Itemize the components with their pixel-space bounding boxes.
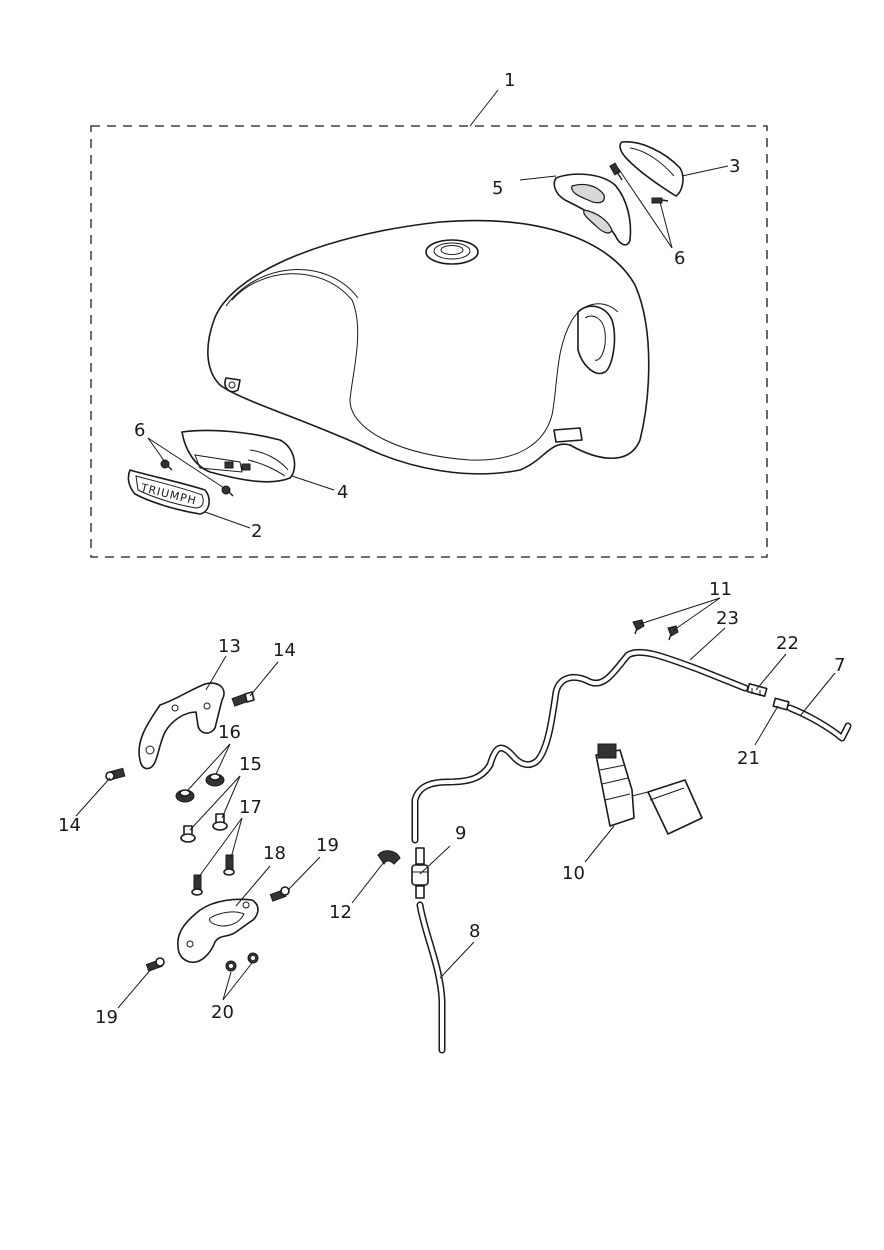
label-5: 5 xyxy=(492,178,503,199)
spacer-15-b xyxy=(212,813,228,831)
label-3: 3 xyxy=(729,156,740,177)
grommet-16-a xyxy=(175,789,195,803)
lower-badge-4 xyxy=(181,429,296,483)
front-bracket-13 xyxy=(138,682,225,770)
label-4: 4 xyxy=(337,482,348,503)
label-1: 1 xyxy=(504,70,515,91)
label-6-lower: 6 xyxy=(134,420,145,441)
label-11: 11 xyxy=(709,579,732,600)
label-23: 23 xyxy=(716,608,739,629)
label-20: 20 xyxy=(211,1002,234,1023)
label-21: 21 xyxy=(737,748,760,769)
nut-20-a xyxy=(225,960,237,972)
bolt-19-right xyxy=(269,886,290,902)
label-14-right: 14 xyxy=(273,640,296,661)
bolt-14-left xyxy=(105,767,126,781)
label-17: 17 xyxy=(239,797,262,818)
hose-clip-12 xyxy=(377,850,401,865)
label-8: 8 xyxy=(469,921,480,942)
label-22: 22 xyxy=(776,633,799,654)
label-7: 7 xyxy=(834,655,845,676)
label-6-upper: 6 xyxy=(674,248,685,269)
connector-21 xyxy=(772,697,790,711)
label-13: 13 xyxy=(218,636,241,657)
label-9: 9 xyxy=(455,823,466,844)
connector-22 xyxy=(746,683,768,697)
spacer-15-a xyxy=(180,825,196,843)
fuel-hose-8 xyxy=(416,901,446,1054)
clip-11-a xyxy=(632,619,645,635)
label-14-left: 14 xyxy=(58,815,81,836)
label-15: 15 xyxy=(239,754,262,775)
nut-20-b xyxy=(247,952,259,964)
label-10: 10 xyxy=(562,863,585,884)
bolt-17-a xyxy=(191,874,203,896)
bolt-19-left xyxy=(145,957,165,972)
label-18: 18 xyxy=(263,843,286,864)
label-19-right: 19 xyxy=(316,835,339,856)
label-16: 16 xyxy=(218,722,241,743)
grommet-16-b xyxy=(205,773,225,787)
upper-badge-5 xyxy=(553,173,632,246)
kit-outline-box xyxy=(90,125,768,558)
callout-labels: 1 3 5 6 6 4 2 11 23 22 7 21 13 14 14 16 … xyxy=(58,70,845,1028)
triumph-badge-2: TRIUMPH xyxy=(127,469,210,515)
fuel-tank xyxy=(207,219,650,475)
label-12: 12 xyxy=(329,902,352,923)
screw-6-upper-b xyxy=(651,197,669,204)
small-badge-3 xyxy=(619,141,684,197)
screw-6-lower-a xyxy=(160,459,173,471)
rear-bracket-18 xyxy=(177,898,259,964)
label-2: 2 xyxy=(251,521,262,542)
fuel-hose-23 xyxy=(411,648,749,844)
leader-lines xyxy=(75,89,836,1009)
screw-6-upper-a xyxy=(609,162,623,181)
valve-assembly-10 xyxy=(595,743,703,835)
fuel-filter-9 xyxy=(411,847,429,899)
bolt-17-b xyxy=(223,854,235,876)
breather-hose-7 xyxy=(786,704,852,742)
bolt-14-right xyxy=(231,691,255,707)
label-19-left: 19 xyxy=(95,1007,118,1028)
